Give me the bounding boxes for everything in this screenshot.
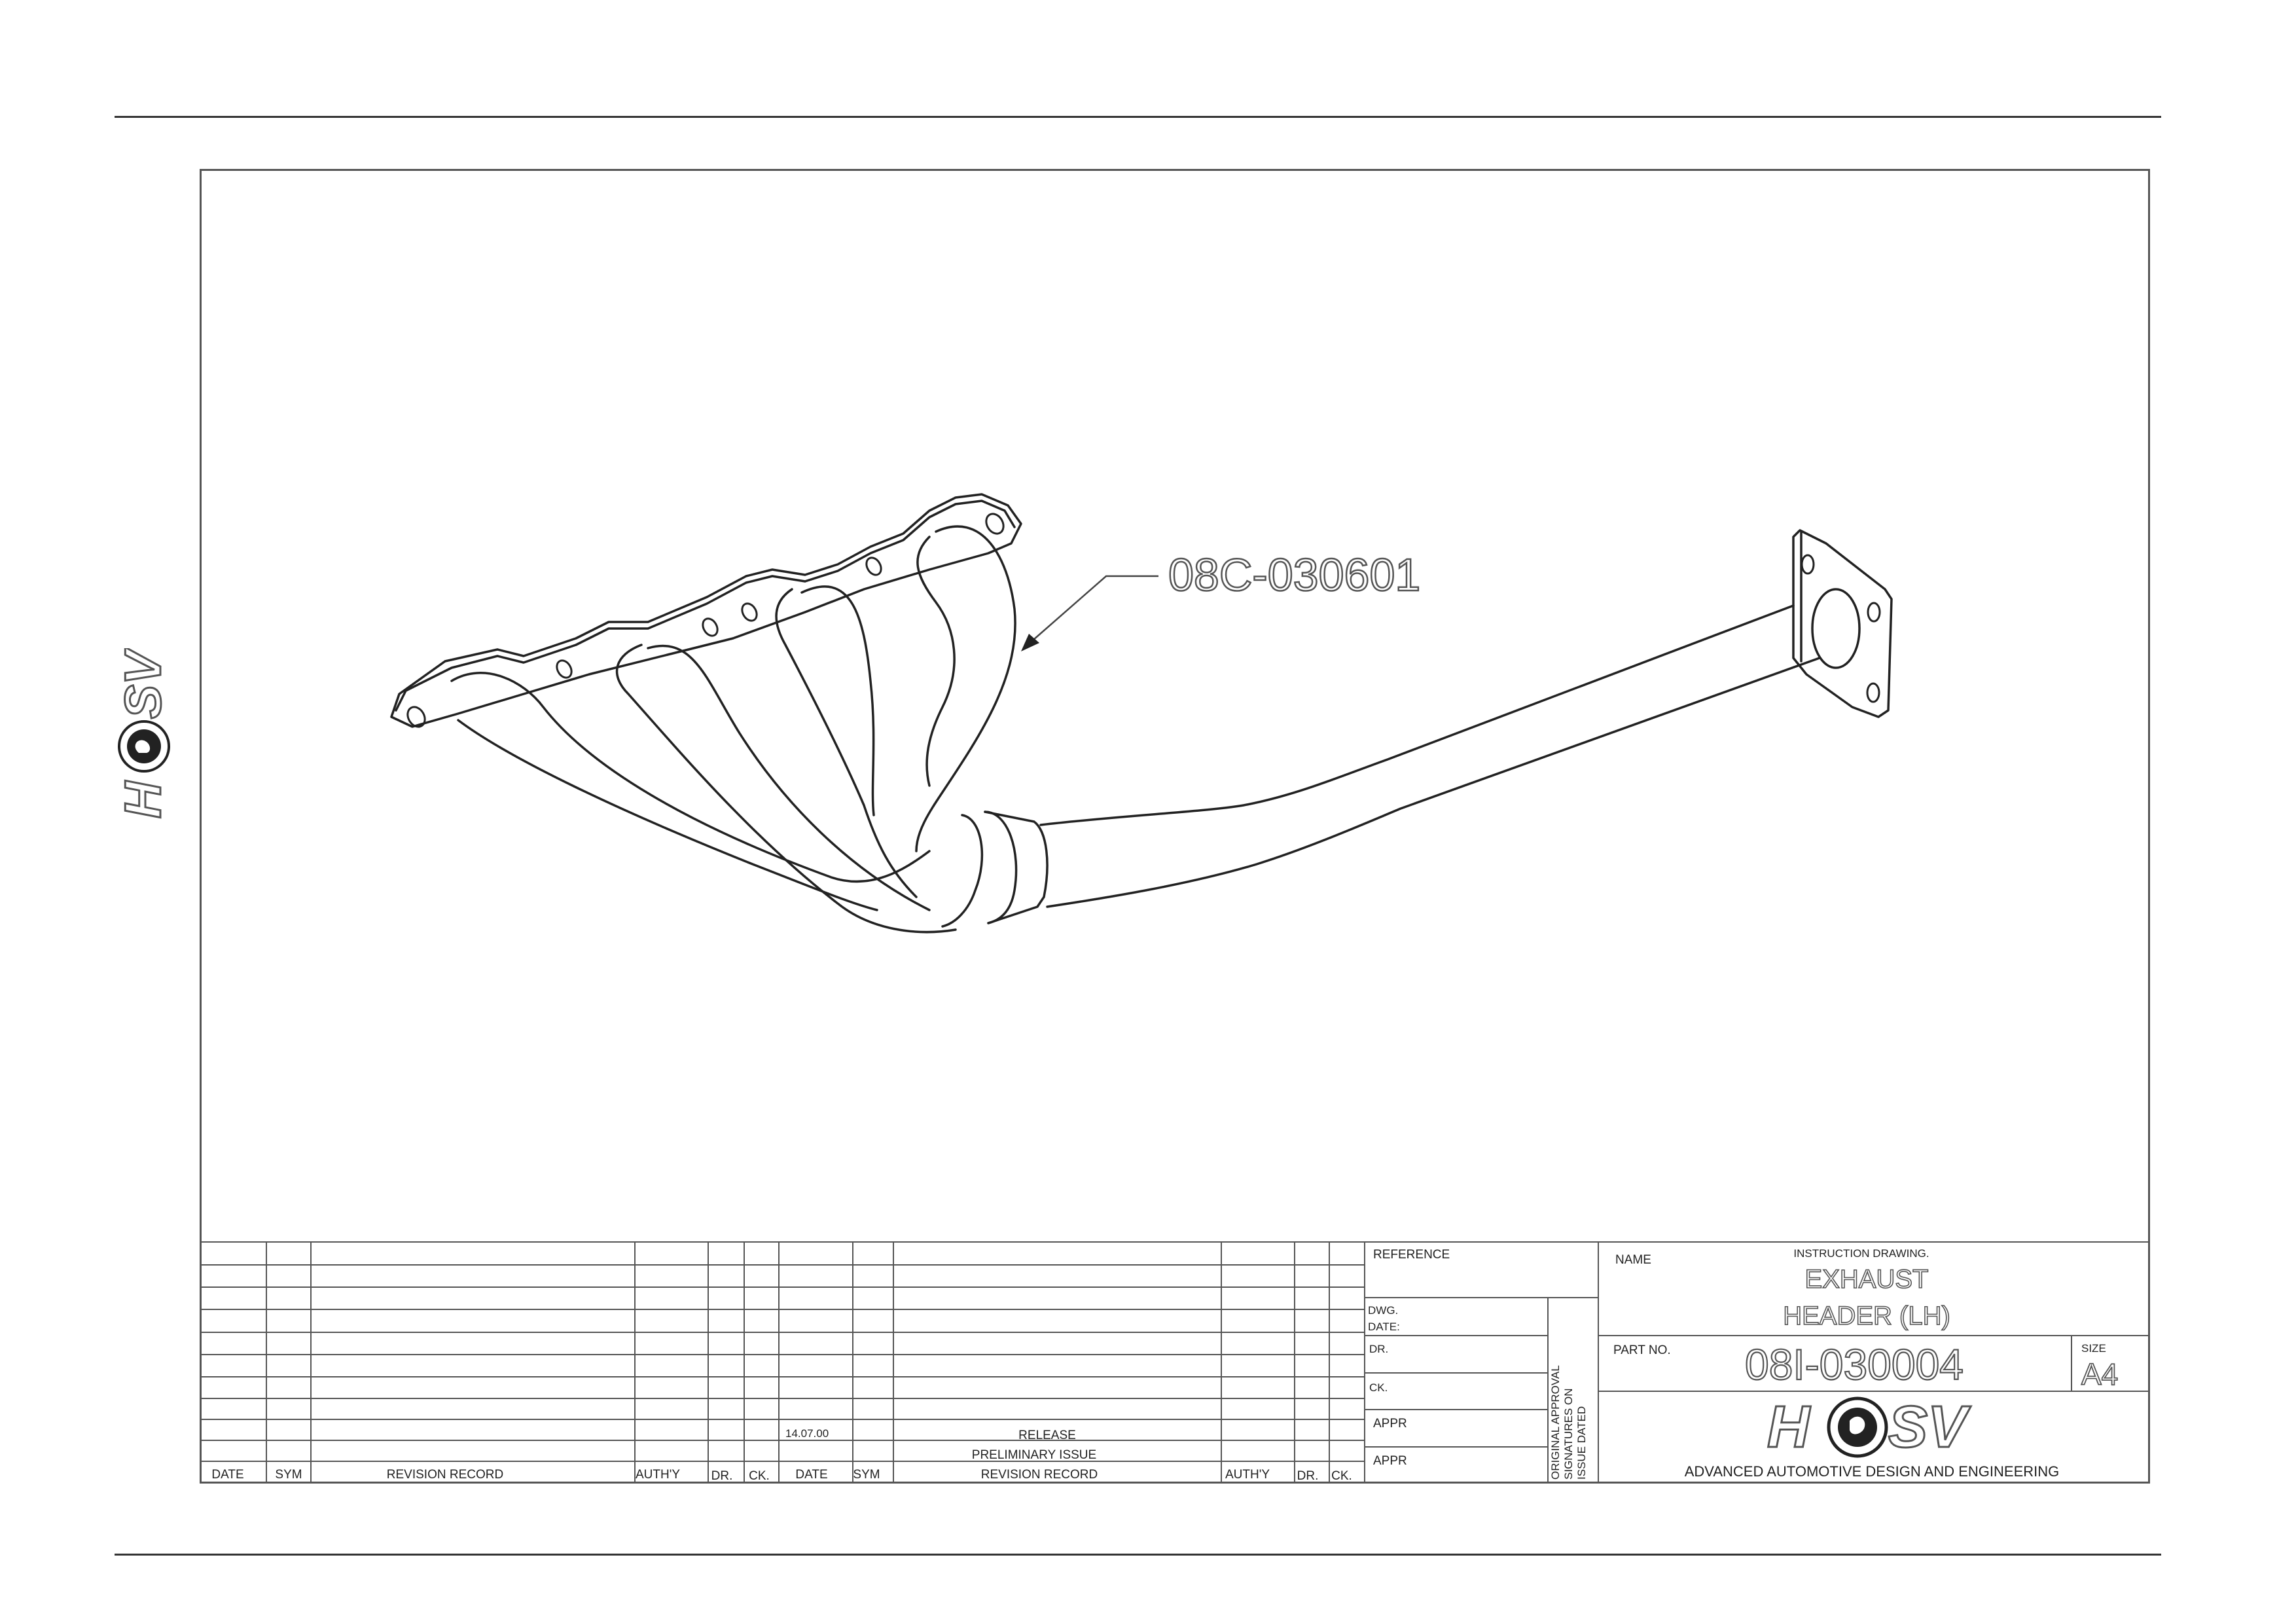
bottom-rule <box>115 1554 2161 1556</box>
side-logo-letters-sv: SV <box>114 648 171 719</box>
name-label: NAME <box>1615 1253 1651 1267</box>
col-date: DATE <box>211 1468 243 1482</box>
ck-label: CK. <box>1369 1381 1388 1394</box>
collector-and-pipe <box>941 604 1821 928</box>
company-tagline: ADVANCED AUTOMOTIVE DESIGN AND ENGINEERI… <box>1685 1463 2060 1480</box>
col-sym-2: SYM <box>853 1468 880 1482</box>
bolt-hole <box>985 513 1005 535</box>
title-block-grid <box>200 1241 2150 1484</box>
revision-entry-record: PRELIMINARY ISSUE <box>972 1448 1096 1462</box>
logo-letter-h: H <box>1767 1395 1811 1460</box>
side-logo: H SV <box>113 648 173 820</box>
bolt-hole <box>741 602 758 622</box>
top-rule <box>115 116 2161 118</box>
date-label: DATE: <box>1368 1321 1400 1333</box>
bolt-hole <box>556 659 573 679</box>
callout-label: 08C-030601 <box>1168 549 1420 600</box>
appr-label: APPR <box>1373 1417 1407 1431</box>
outlet-bolt-hole <box>1801 554 1815 575</box>
outlet-bolt-hole <box>1866 682 1880 703</box>
callout-arrowhead <box>1021 634 1039 651</box>
col-authy: AUTH'Y <box>636 1468 680 1482</box>
drawing-title-line-2: HEADER (LH) <box>1783 1302 1950 1330</box>
drawing-type: INSTRUCTION DRAWING. <box>1793 1247 1929 1260</box>
header-flange <box>390 493 1022 728</box>
drawing-frame <box>200 169 2150 1484</box>
dwg-label: DWG. <box>1368 1304 1398 1317</box>
col-dr-2: DR. <box>1297 1469 1319 1483</box>
part-number: 08I-030004 <box>1745 1340 1964 1389</box>
size-label: SIZE <box>2081 1342 2106 1355</box>
approval-note-line-1: ORIGINAL APPROVAL <box>1549 1365 1562 1480</box>
outlet-flange <box>1792 529 1893 718</box>
reference-label: REFERENCE <box>1373 1248 1450 1262</box>
col-ck: CK. <box>749 1469 770 1483</box>
part-no-label: PART NO. <box>1613 1343 1671 1357</box>
outlet-bore <box>1811 588 1861 669</box>
reference-block: REFERENCE DWG. DATE: DR. CK. APPR APPR O… <box>1368 1248 1588 1480</box>
logo-letters-sv: SV <box>1888 1395 1971 1460</box>
col-date-2: DATE <box>795 1468 827 1482</box>
revision-entry-record: RELEASE <box>1018 1429 1076 1442</box>
revision-entries: 14.07.00 RELEASE PRELIMINARY ISSUE <box>785 1427 1096 1462</box>
col-revision-record-2: REVISION RECORD <box>981 1468 1098 1482</box>
side-logo-letter-h: H <box>114 780 171 818</box>
appr-label: APPR <box>1373 1454 1407 1468</box>
title-block: NAME INSTRUCTION DRAWING. EXHAUST HEADER… <box>1613 1247 2119 1392</box>
approval-note-line-3: ISSUE DATED <box>1575 1406 1588 1480</box>
bolt-hole <box>865 556 882 576</box>
drawing-title-line-1: EXHAUST <box>1805 1265 1929 1294</box>
bolt-hole <box>702 617 719 637</box>
revision-table-headers: DATE SYM REVISION RECORD AUTH'Y DR. CK. … <box>211 1468 1352 1483</box>
primary-tubes <box>450 525 1016 934</box>
sheet-size: A4 <box>2081 1357 2118 1391</box>
company-logo: H SV ADVANCED AUTOMOTIVE DESIGN AND ENGI… <box>1685 1394 2060 1480</box>
col-dr: DR. <box>711 1469 733 1483</box>
revision-entry-date: 14.07.00 <box>785 1427 829 1440</box>
bolt-hole <box>406 706 426 728</box>
col-sym: SYM <box>275 1468 302 1482</box>
part-callout: 08C-030601 <box>1021 549 1422 651</box>
col-revision-record: REVISION RECORD <box>387 1468 503 1482</box>
outlet-bolt-hole <box>1867 602 1881 623</box>
dr-label: DR. <box>1369 1343 1388 1355</box>
col-authy-2: AUTH'Y <box>1225 1468 1270 1482</box>
col-ck-2: CK. <box>1331 1469 1352 1483</box>
approval-note-line-2: SIGNATURES ON <box>1562 1389 1575 1480</box>
